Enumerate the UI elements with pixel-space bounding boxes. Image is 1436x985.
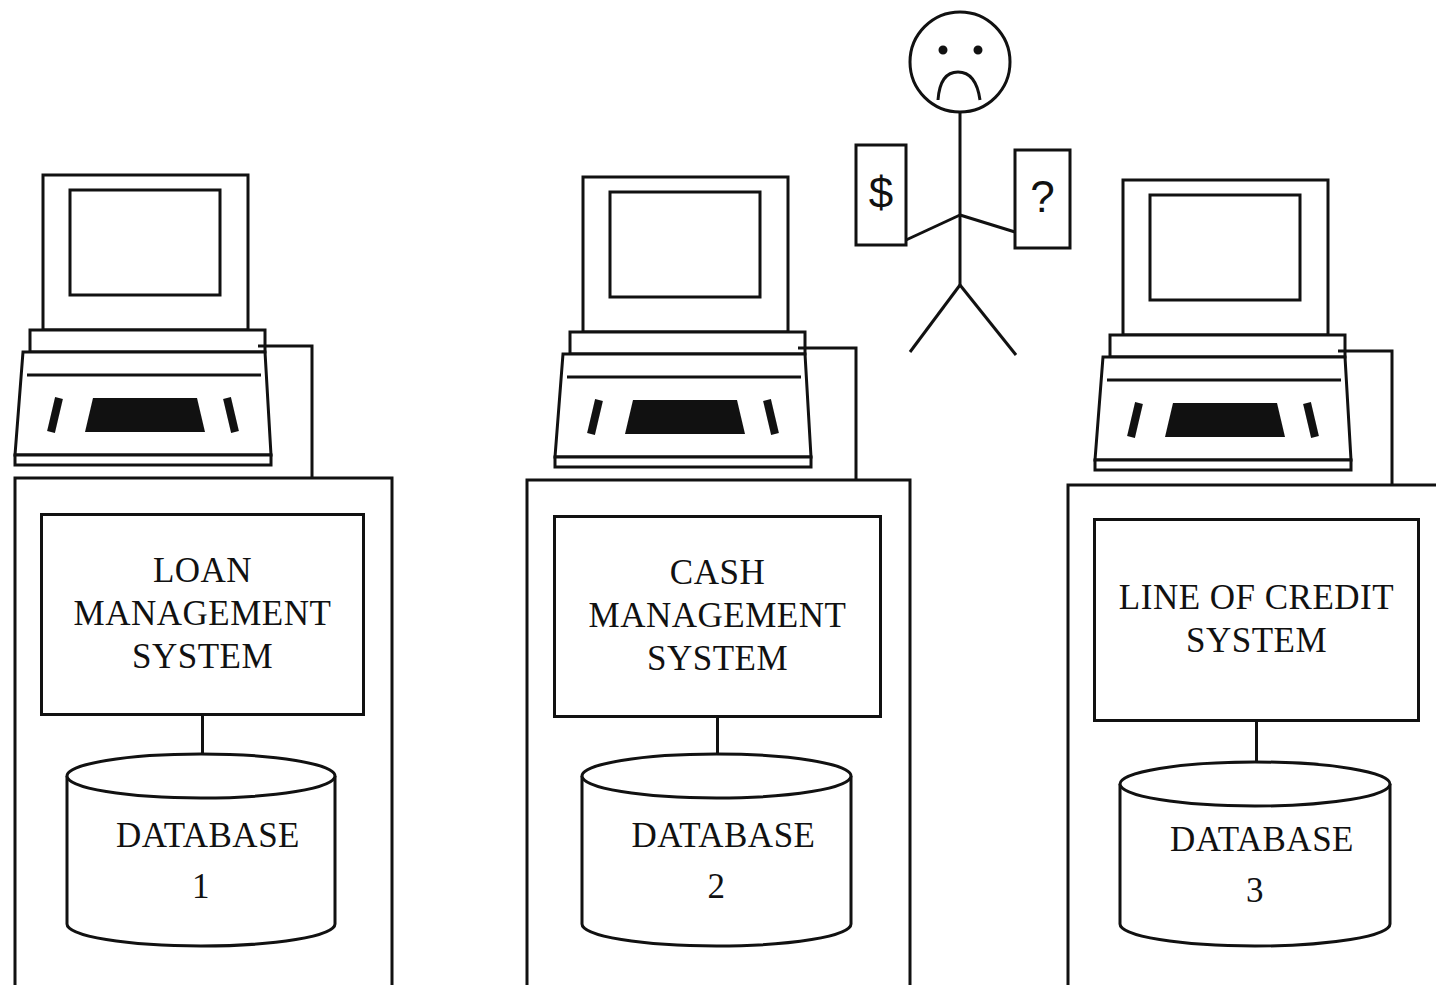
cable [258, 346, 312, 478]
unhappy-person [856, 12, 1070, 355]
database-label: DATABASE 1 [116, 811, 286, 913]
system-name: LINE OF CREDIT SYSTEM [1108, 577, 1405, 662]
cable [1338, 351, 1392, 485]
database-label: DATABASE 3 [1170, 815, 1340, 917]
database-cylinder: DATABASE 2 [580, 752, 853, 948]
system-housing [15, 478, 392, 985]
database-label: DATABASE 2 [632, 811, 802, 913]
system-housing [1068, 485, 1436, 985]
system-box: LINE OF CREDIT SYSTEM [1093, 518, 1420, 722]
computer-terminal [1095, 180, 1351, 470]
cable [798, 348, 856, 480]
system-housing [527, 480, 910, 985]
computer-terminal [15, 175, 271, 465]
connector-line [716, 718, 719, 753]
connector-line [1255, 722, 1258, 761]
connector-line [201, 716, 204, 753]
system-box: CASH MANAGEMENT SYSTEM [553, 515, 882, 718]
database-cylinder: DATABASE 3 [1118, 760, 1392, 948]
system-name: LOAN MANAGEMENT SYSTEM [55, 550, 350, 678]
system-box: LOAN MANAGEMENT SYSTEM [40, 513, 365, 716]
card-symbol: $ [856, 168, 906, 218]
system-name: CASH MANAGEMENT SYSTEM [568, 552, 867, 680]
database-cylinder: DATABASE 1 [65, 752, 337, 948]
card-symbol: ? [1015, 172, 1070, 222]
computer-terminal [555, 177, 811, 467]
